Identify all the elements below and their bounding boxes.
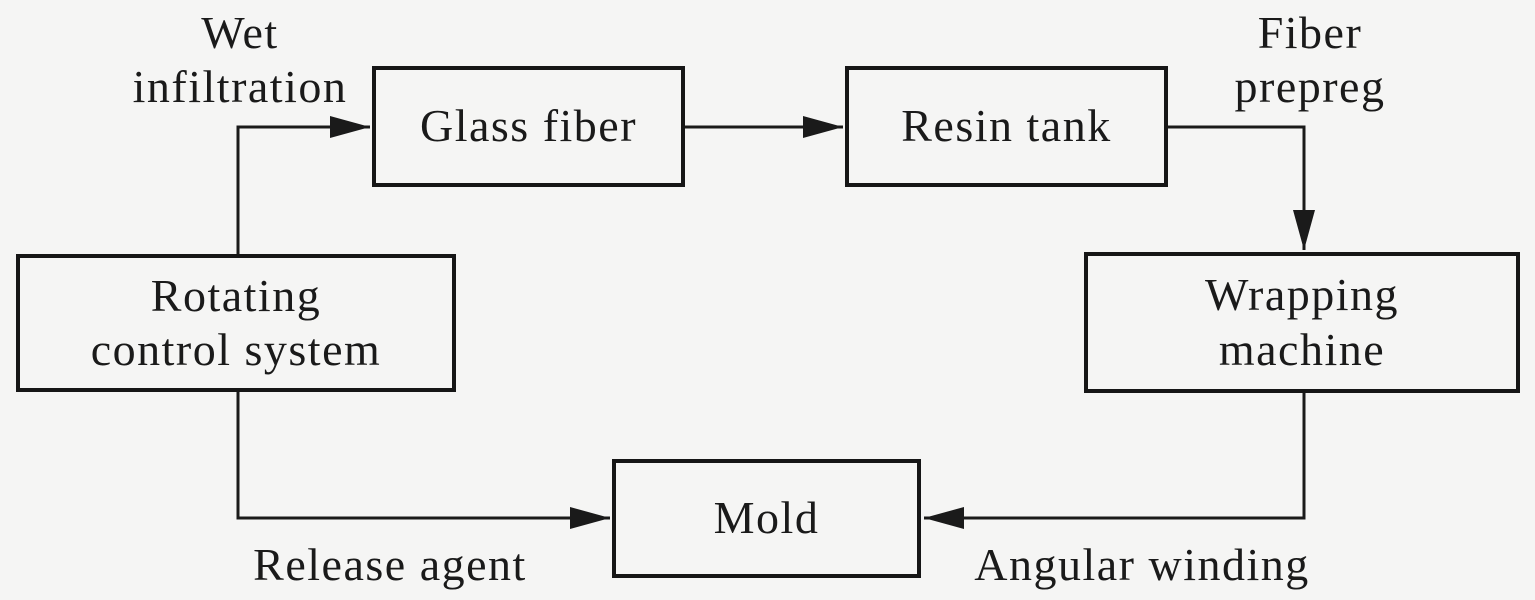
node-resin-tank-label: Resin tank bbox=[901, 100, 1112, 152]
node-wrapping-machine-label-line1: Wrapping bbox=[1204, 269, 1400, 321]
edge-rotating-to-mold bbox=[236, 391, 610, 529]
edge-label-fiber-prepreg-line2: prepreg bbox=[1234, 61, 1386, 113]
edge-label-angular-winding-text: Angular winding bbox=[974, 539, 1310, 590]
node-mold: Mold bbox=[612, 459, 921, 578]
edge-label-angular-winding: Angular winding bbox=[942, 538, 1342, 592]
edge-label-wet-infiltration-line1: Wet bbox=[201, 7, 279, 58]
node-wrapping-machine-label-line2: machine bbox=[1218, 323, 1386, 375]
edge-label-fiber-prepreg-line1: Fiber bbox=[1257, 7, 1363, 58]
edge-wrapping-machine-to-mold bbox=[924, 392, 1306, 529]
edge-label-release-agent: Release agent bbox=[190, 538, 590, 592]
node-glass-fiber: Glass fiber bbox=[372, 66, 685, 187]
edge-label-wet-infiltration: Wet infiltration bbox=[40, 6, 440, 115]
node-rotating-control-system: Rotating control system bbox=[16, 254, 456, 392]
edge-rotating-to-glass-fiber bbox=[236, 116, 370, 254]
edge-label-wet-infiltration-line2: infiltration bbox=[132, 61, 348, 113]
edge-label-release-agent-text: Release agent bbox=[253, 539, 527, 590]
node-wrapping-machine: Wrapping machine bbox=[1084, 252, 1520, 393]
node-rotating-control-system-label-line1: Rotating bbox=[150, 269, 322, 321]
node-glass-fiber-label: Glass fiber bbox=[419, 100, 638, 152]
edge-resin-tank-to-wrapping-machine bbox=[1166, 125, 1315, 250]
edge-label-fiber-prepreg: Fiber prepreg bbox=[1110, 6, 1510, 115]
node-resin-tank: Resin tank bbox=[845, 66, 1168, 187]
node-mold-label: Mold bbox=[713, 492, 820, 544]
node-rotating-control-system-label-line2: control system bbox=[90, 324, 382, 375]
